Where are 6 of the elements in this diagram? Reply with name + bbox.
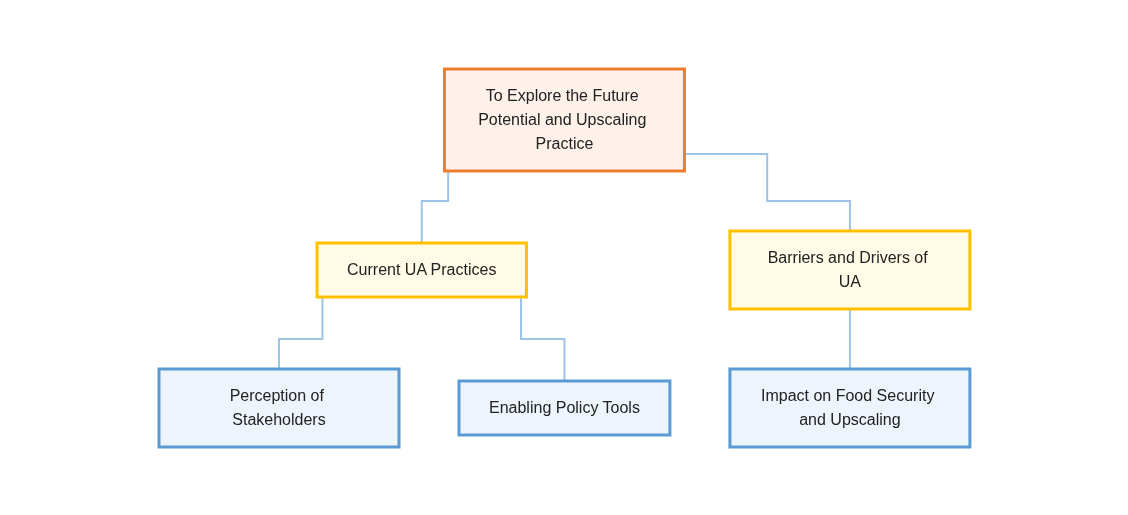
node-box: To Explore the Future Potential and Upscaling Practice bbox=[442, 67, 686, 172]
node-box: Current UA Practices bbox=[315, 241, 528, 298]
node-box: Impact on Food Security and Upscaling bbox=[727, 367, 971, 448]
node-box: Perception of Stakeholders bbox=[157, 367, 401, 448]
node-box: Enabling Policy Tools bbox=[457, 379, 671, 436]
node-box: Barriers and Drivers of UA bbox=[727, 229, 971, 310]
